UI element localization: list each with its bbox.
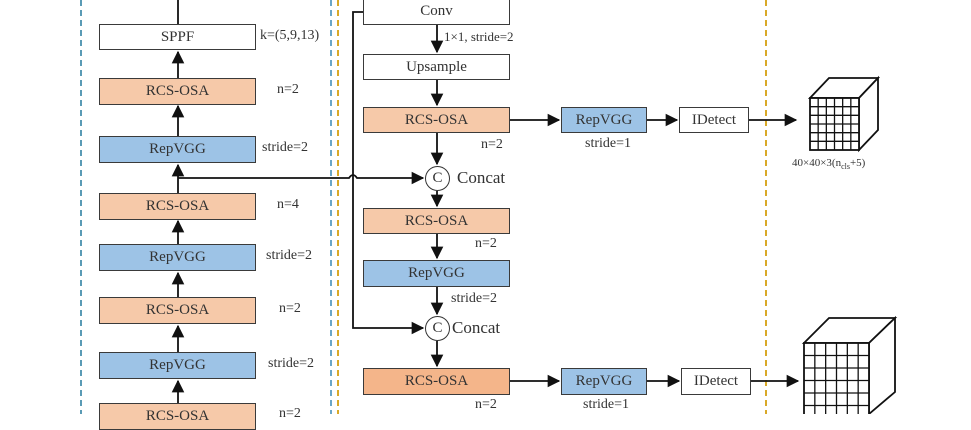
backbone-rcs-osa-block-4: RCS-OSA (99, 403, 256, 430)
concat-symbol: C (432, 320, 443, 336)
backbone-repvgg-block-2: RepVGG (99, 244, 256, 271)
neck-repvgg-block: RepVGG (363, 260, 510, 287)
block-label: RCS-OSA (145, 408, 210, 424)
conv-label: Conv (420, 3, 453, 19)
block-label: RepVGG (149, 357, 206, 373)
head1-idetect-block: IDetect (679, 107, 749, 133)
conv-block: Conv (363, 0, 510, 25)
block-label: RCS-OSA (404, 111, 469, 128)
neck-rcs-osa-block-3: RCS-OSA (363, 368, 510, 395)
head1-output-shape: 40×40×3(ncls+5) (792, 157, 865, 171)
backbone-rcs-osa-block-3: RCS-OSA (99, 297, 256, 324)
backbone-repvgg-block-1: RepVGG (99, 136, 256, 163)
block-label: RCS-OSA (145, 302, 210, 318)
concat-node-2: C (425, 316, 450, 341)
backbone-rcs-osa-block-2: RCS-OSA (99, 193, 256, 220)
shape-subscript: cls (841, 162, 850, 172)
sppf-block: SPPF (99, 24, 256, 50)
block-label: RCS-OSA (145, 198, 210, 214)
block-param: n=2 (277, 82, 299, 97)
sppf-param: k=(5,9,13) (260, 28, 320, 43)
block-label: RCS-OSA (404, 373, 469, 389)
head2-repvgg-block: RepVGG (561, 368, 647, 395)
block-param: stride=2 (262, 140, 308, 155)
idetect-label: IDetect (693, 373, 739, 389)
block-param: n=2 (475, 236, 497, 251)
architecture-diagram: SPPF k=(5,9,13) RCS-OSA n=2 RepVGG strid… (80, 0, 898, 430)
shape-tail: +5) (849, 157, 866, 169)
concat-label: Concat (457, 168, 506, 187)
sppf-label: SPPF (160, 28, 195, 45)
block-label: RepVGG (149, 141, 206, 157)
head1-repvgg-block: RepVGG (561, 107, 647, 133)
upsample-label: Upsample (406, 58, 467, 75)
block-param: stride=2 (268, 356, 314, 371)
block-label: RepVGG (149, 249, 206, 265)
block-param: n=2 (279, 406, 301, 421)
concat-label: Concat (452, 318, 501, 337)
block-param: stride=1 (583, 397, 629, 412)
concat-symbol: C (432, 170, 443, 186)
shape-text: 40×40×3(n (792, 157, 842, 169)
neck-rcs-osa-block-2: RCS-OSA (363, 208, 510, 234)
block-label: RepVGG (575, 111, 633, 128)
block-label: RCS-OSA (404, 212, 469, 229)
neck-rcs-osa-block-1: RCS-OSA (363, 107, 510, 133)
output-tensor-grid-1 (810, 98, 859, 150)
skip-backbone-to-concat1 (178, 171, 425, 185)
block-param: n=2 (279, 301, 301, 316)
block-label: RCS-OSA (145, 83, 210, 99)
block-param: stride=2 (451, 291, 497, 306)
output-tensor-grid-2 (804, 343, 869, 414)
block-param: n=2 (475, 397, 497, 412)
block-param: stride=1 (585, 136, 631, 151)
connector-layer (80, 0, 898, 414)
output-tensor-cube-2 (801, 315, 898, 414)
conv-param: 1×1, stride=2 (444, 29, 514, 44)
conv-skip-to-concat2 (352, 11, 425, 335)
head2-idetect-block: IDetect (681, 368, 751, 395)
backbone-rcs-osa-block-1: RCS-OSA (99, 78, 256, 105)
upsample-block: Upsample (363, 54, 510, 80)
block-label: RepVGG (408, 265, 465, 281)
block-param: n=4 (277, 197, 299, 212)
idetect-label: IDetect (691, 111, 737, 128)
block-param: n=2 (481, 137, 503, 152)
backbone-repvgg-block-3: RepVGG (99, 352, 256, 379)
block-param: stride=2 (266, 248, 312, 263)
block-label: RepVGG (575, 373, 633, 389)
concat-node-1: C (425, 166, 450, 191)
output-tensor-cube-1 (807, 75, 881, 153)
